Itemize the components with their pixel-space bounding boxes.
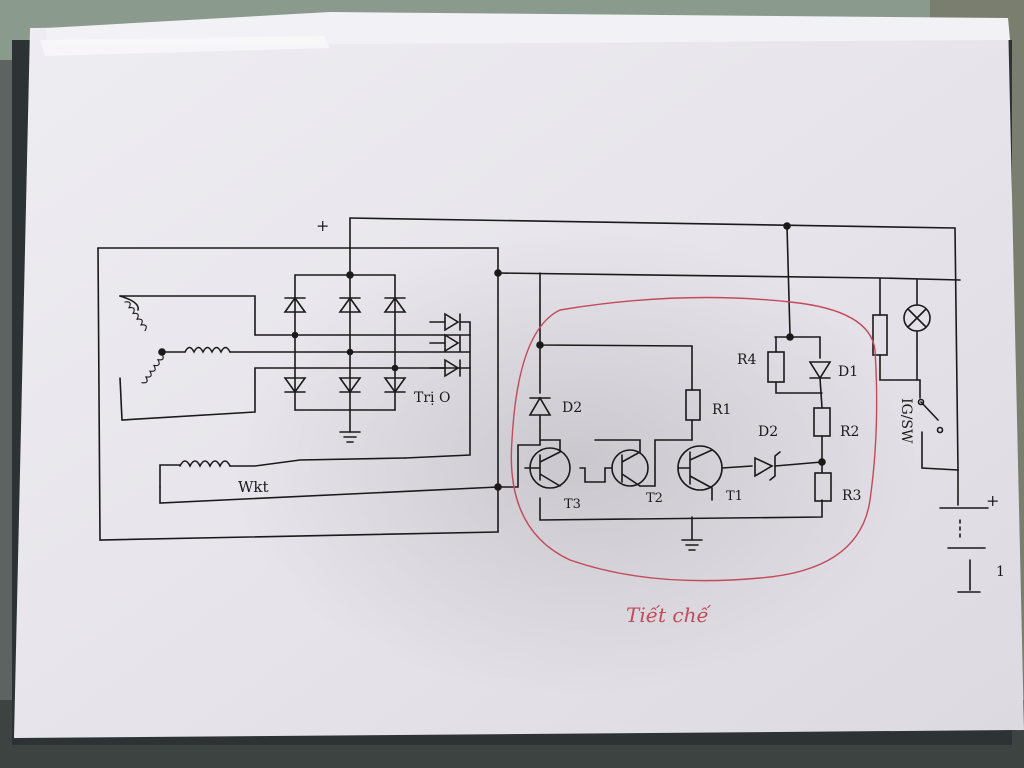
- r1-label: R1: [712, 402, 731, 418]
- t1-label: T1: [726, 489, 743, 504]
- d2-lower-label: D2: [758, 424, 778, 440]
- circuit-schematic: [97, 217, 989, 593]
- r2-label: R2: [840, 424, 859, 440]
- plus-top-label: +: [316, 216, 329, 235]
- d2-upper-label: D2: [562, 400, 582, 416]
- trio-label: Trị O: [414, 390, 450, 406]
- battery-plus-label: +: [986, 491, 999, 510]
- regulator-outline: [510, 296, 878, 582]
- igsw-label: IG/SW: [898, 398, 914, 444]
- t3-label: T3: [564, 497, 581, 512]
- d1-label: D1: [838, 364, 858, 380]
- paper-flap: [40, 36, 330, 56]
- t2-label: T2: [646, 491, 663, 506]
- paper-shadow: [30, 60, 1020, 730]
- battery-one-label: 1: [996, 564, 1005, 580]
- wkt-label: Wkt: [238, 478, 269, 496]
- regulator-caption: Tiết chế: [626, 603, 712, 627]
- r3-label: R3: [842, 488, 861, 504]
- r4-label: R4: [737, 352, 757, 368]
